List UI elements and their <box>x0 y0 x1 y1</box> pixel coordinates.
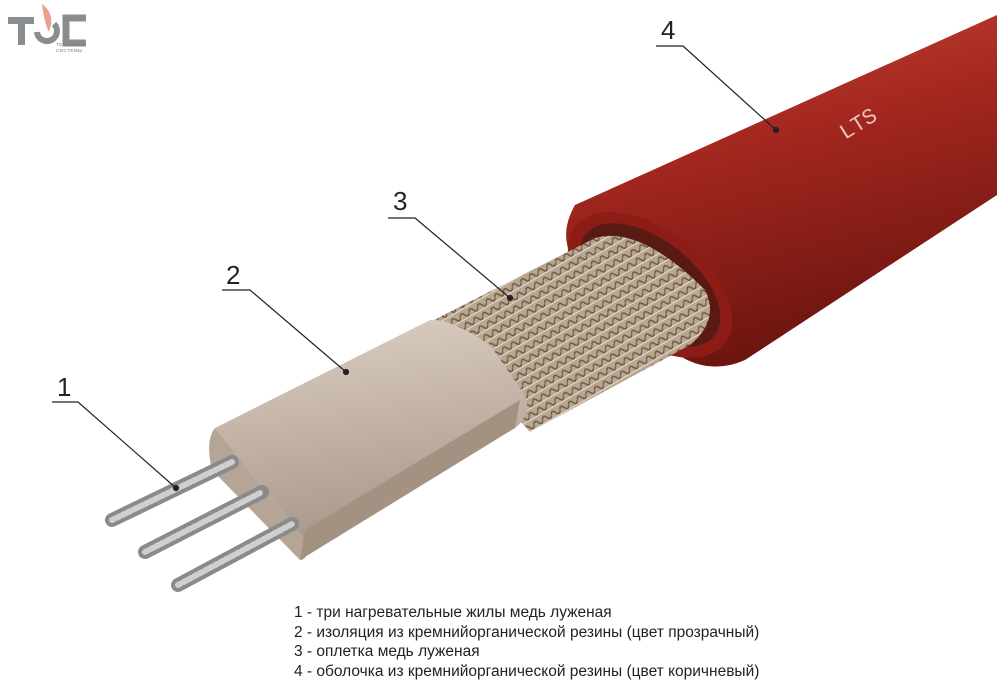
callout-2: 2 <box>226 260 241 290</box>
callout-3: 3 <box>393 186 408 216</box>
logo-subtitle-2: СИСТЕМЫ <box>56 48 83 53</box>
callout-1: 1 <box>57 372 72 402</box>
company-logo: ТЕПЛОВЫЕ СИСТЕМЫ <box>4 2 94 58</box>
heating-wires <box>105 455 299 592</box>
legend-item-4: 4 - оболочка из кремнийорганической рези… <box>294 662 760 680</box>
legend: 1 - три нагревательные жилы медь луженая… <box>294 603 759 681</box>
legend-item-2: 2 - изоляция из кремнийорганической рези… <box>294 623 760 641</box>
logo-mark <box>8 4 86 47</box>
legend-item-3: 3 - оплетка медь луженая <box>294 643 480 660</box>
callout-4: 4 <box>661 15 676 45</box>
logo-subtitle-1: ТЕПЛОВЫЕ <box>56 42 86 47</box>
inner-insulation <box>209 319 528 560</box>
legend-item-1: 1 - три нагревательные жилы медь луженая <box>294 604 612 621</box>
callout-lines <box>52 45 780 492</box>
